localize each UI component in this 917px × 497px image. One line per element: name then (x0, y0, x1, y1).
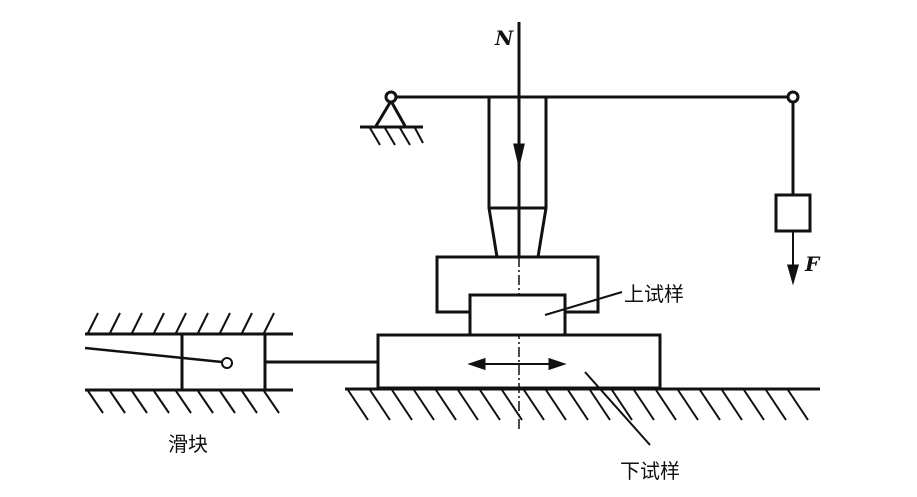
hatch-line (721, 389, 743, 421)
normal-force-label: N (495, 26, 514, 50)
hatch-line (765, 389, 787, 421)
hatch-line (109, 312, 121, 334)
slider-track-hatch (87, 312, 280, 414)
upper-specimen-block (468, 293, 567, 337)
hatch-line (175, 390, 192, 414)
hatch-line (153, 312, 165, 334)
hatch-line (677, 389, 699, 421)
hatch-line (131, 390, 148, 414)
base-hatch (347, 389, 809, 421)
beam-end-hinge (786, 90, 800, 104)
hatch-line (369, 389, 391, 421)
force-label: F (805, 252, 820, 276)
hatch-line (391, 389, 413, 421)
hatch-line (589, 389, 611, 421)
hatch-line (87, 312, 99, 334)
hatch-line (131, 312, 143, 334)
hatch-line (263, 390, 280, 414)
lower-specimen-label: 下试样 (620, 459, 680, 483)
hatch-line (457, 389, 479, 421)
motion-arrowheads (467, 357, 567, 371)
hatch-line (523, 389, 545, 421)
hatch-line (545, 389, 567, 421)
slider-label: 滑块 (168, 432, 208, 456)
loading-column (487, 97, 548, 258)
hatch-line (435, 389, 457, 421)
hatch-line (413, 389, 435, 421)
hatch-line (479, 389, 501, 421)
hatch-line (175, 312, 187, 334)
hatch-line (633, 389, 655, 421)
hatch-line (347, 389, 369, 421)
hatch-line (787, 389, 809, 421)
hatch-line (699, 389, 721, 421)
hatch-line (501, 389, 523, 421)
hatch-line (611, 389, 633, 421)
hatch-line (241, 312, 253, 334)
force-arrowhead (787, 264, 799, 286)
hatch-line (153, 390, 170, 414)
pivot-hinge (384, 90, 398, 104)
hatch-line (109, 390, 126, 414)
hatch-line (197, 312, 209, 334)
weight-block (774, 193, 812, 233)
hatch-line (567, 389, 589, 421)
hatch-line (219, 312, 231, 334)
hatch-line (655, 389, 677, 421)
lower-specimen-leader (584, 371, 651, 446)
load-arrowhead (513, 143, 525, 163)
drive-lever (84, 346, 223, 364)
hatch-line (87, 390, 104, 414)
lever-pin (221, 357, 233, 369)
hatch-line (197, 390, 214, 414)
upper-specimen-leader (544, 291, 623, 316)
upper-specimen-label: 上试样 (624, 282, 684, 306)
hatch-line (241, 390, 258, 414)
hatch-line (743, 389, 765, 421)
pivot-hatch (369, 127, 424, 146)
hatch-line (263, 312, 275, 334)
pivot-support (374, 100, 407, 127)
hatch-line (219, 390, 236, 414)
